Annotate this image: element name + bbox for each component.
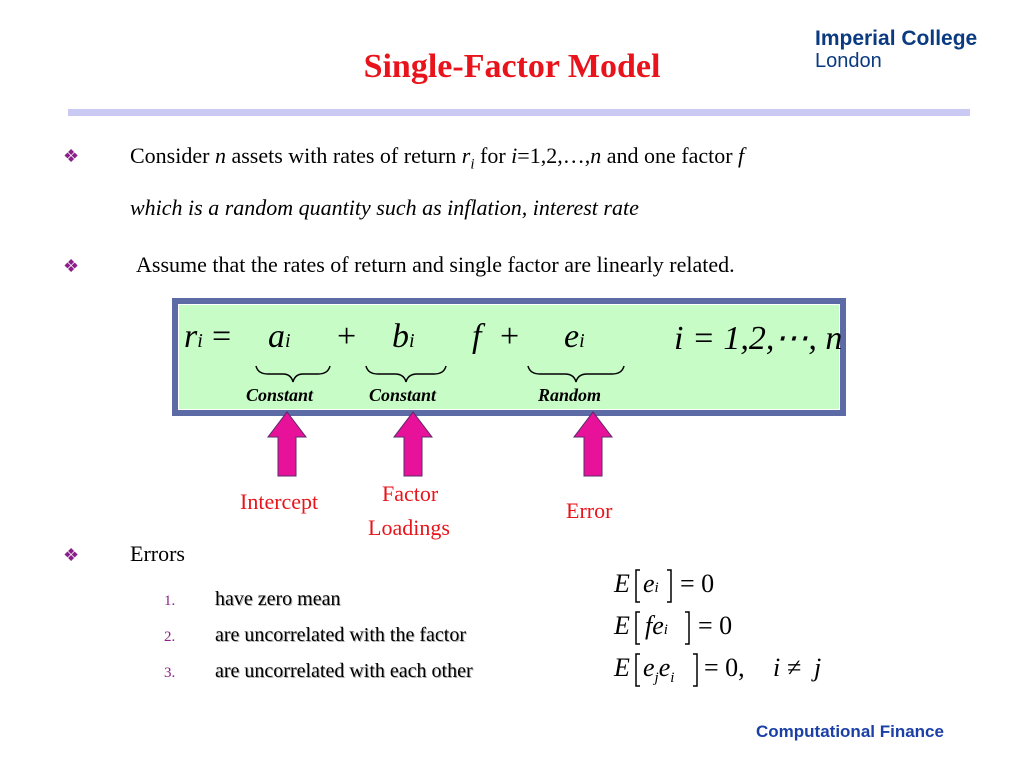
eq-plus-1: + <box>337 318 357 355</box>
label-loadings: Loadings <box>368 515 450 540</box>
equation-box <box>172 298 846 416</box>
eq-r-sub: i <box>197 330 203 352</box>
rhs: = 0 <box>680 569 715 598</box>
bullet-1-line-1: Consider n assets with rates of return r… <box>130 143 744 173</box>
label-intercept: Intercept <box>240 489 319 514</box>
arg-sub: i <box>663 622 668 638</box>
brace-label-constant-2: Constant <box>369 385 437 405</box>
text-fragment: =1,2,…, <box>517 143 591 168</box>
exp-E: E <box>614 611 630 640</box>
bracket-right <box>667 569 672 603</box>
label-error: Error <box>566 498 613 523</box>
logo-line-2: London <box>815 50 882 72</box>
list-item: are uncorrelated with each other <box>215 660 473 682</box>
eq-e-sub: i <box>579 330 585 352</box>
bracket-right <box>693 653 698 687</box>
arg-sub: i <box>670 670 675 686</box>
list-number: 2. <box>164 629 176 645</box>
arg: fe <box>645 611 664 640</box>
var-r: r <box>461 143 471 168</box>
eq-b: b <box>392 318 409 355</box>
text-fragment: Consider <box>130 143 215 168</box>
brace-label-random: Random <box>538 385 602 405</box>
up-arrow-icon <box>266 411 308 477</box>
up-arrow-icon <box>572 411 614 477</box>
slide-title: Single-Factor Model <box>363 48 661 85</box>
list-item: have zero mean <box>215 588 341 610</box>
underbrace-constant-1 <box>255 365 331 383</box>
brace-label-constant-1: Constant <box>246 385 314 405</box>
eq-e: e <box>564 318 580 355</box>
list-number: 1. <box>164 593 176 609</box>
diamond-cluster-icon: ❖ <box>63 545 80 565</box>
bracket-left <box>635 569 640 603</box>
eq-b-sub: i <box>409 330 415 352</box>
model-equation: ri <box>184 318 203 356</box>
up-arrow-icon <box>392 411 434 477</box>
bullet-3-text: Errors <box>130 541 185 566</box>
var-r-subscript: i <box>470 156 475 173</box>
text-fragment: assets with rates of return <box>225 143 462 168</box>
underbrace-constant-2 <box>365 365 447 383</box>
arg-sub: i <box>654 580 659 596</box>
bracket-left <box>635 653 640 687</box>
diamond-cluster-icon: ❖ <box>63 256 80 276</box>
arg: e <box>643 569 655 598</box>
logo-line-1: Imperial College <box>815 27 978 50</box>
arg: e <box>658 653 671 682</box>
underbrace-random <box>527 365 625 383</box>
label-factor: Factor <box>382 481 439 506</box>
var-n: n <box>214 143 226 168</box>
arg: e <box>643 653 655 682</box>
rhs: = 0 <box>698 611 733 640</box>
diamond-cluster-icon: ❖ <box>63 146 80 166</box>
eq-r: r <box>184 318 198 355</box>
eq-plus-2: + <box>500 318 520 355</box>
condition: i ≠ j <box>773 653 822 682</box>
bullet-2-text: Assume that the rates of return and sing… <box>136 252 735 277</box>
arg-sub: j <box>654 670 659 686</box>
eq-a-term: ai <box>268 318 291 356</box>
eq-e-term: ei <box>564 318 585 356</box>
footer-course-name: Computational Finance <box>756 722 944 741</box>
list-number: 3. <box>164 665 176 681</box>
exp-E: E <box>614 569 630 598</box>
list-item: are uncorrelated with the factor <box>215 624 466 646</box>
eq-uncorr-factor-arg: fei <box>645 611 668 641</box>
bracket-right <box>685 611 690 645</box>
eq-b-term: bi <box>392 318 415 356</box>
eq-a-sub: i <box>285 330 291 352</box>
title-divider <box>68 109 970 116</box>
eq-f: f <box>472 318 482 355</box>
bullet-1-line-2: which is a random quantity such as infla… <box>130 195 639 220</box>
var-n: n <box>590 143 602 168</box>
text-fragment: and one factor <box>601 143 739 168</box>
eq-zero-mean-arg: ei <box>643 569 659 599</box>
exp-E: E <box>614 653 630 682</box>
eq-index-range: i = 1,2,⋯, n <box>674 320 843 357</box>
imperial-college-logo: Imperial College London <box>815 27 985 73</box>
text-fragment: for <box>474 143 512 168</box>
var-i: i <box>511 143 518 168</box>
bracket-left <box>635 611 640 645</box>
var-f: f <box>738 143 745 168</box>
eq-uncorr-each-arg: ejei <box>643 653 675 686</box>
equation-box-inner <box>178 304 840 410</box>
eq-a: a <box>268 318 285 355</box>
eq-equals: = <box>212 318 232 355</box>
rhs: = 0, <box>704 653 745 682</box>
